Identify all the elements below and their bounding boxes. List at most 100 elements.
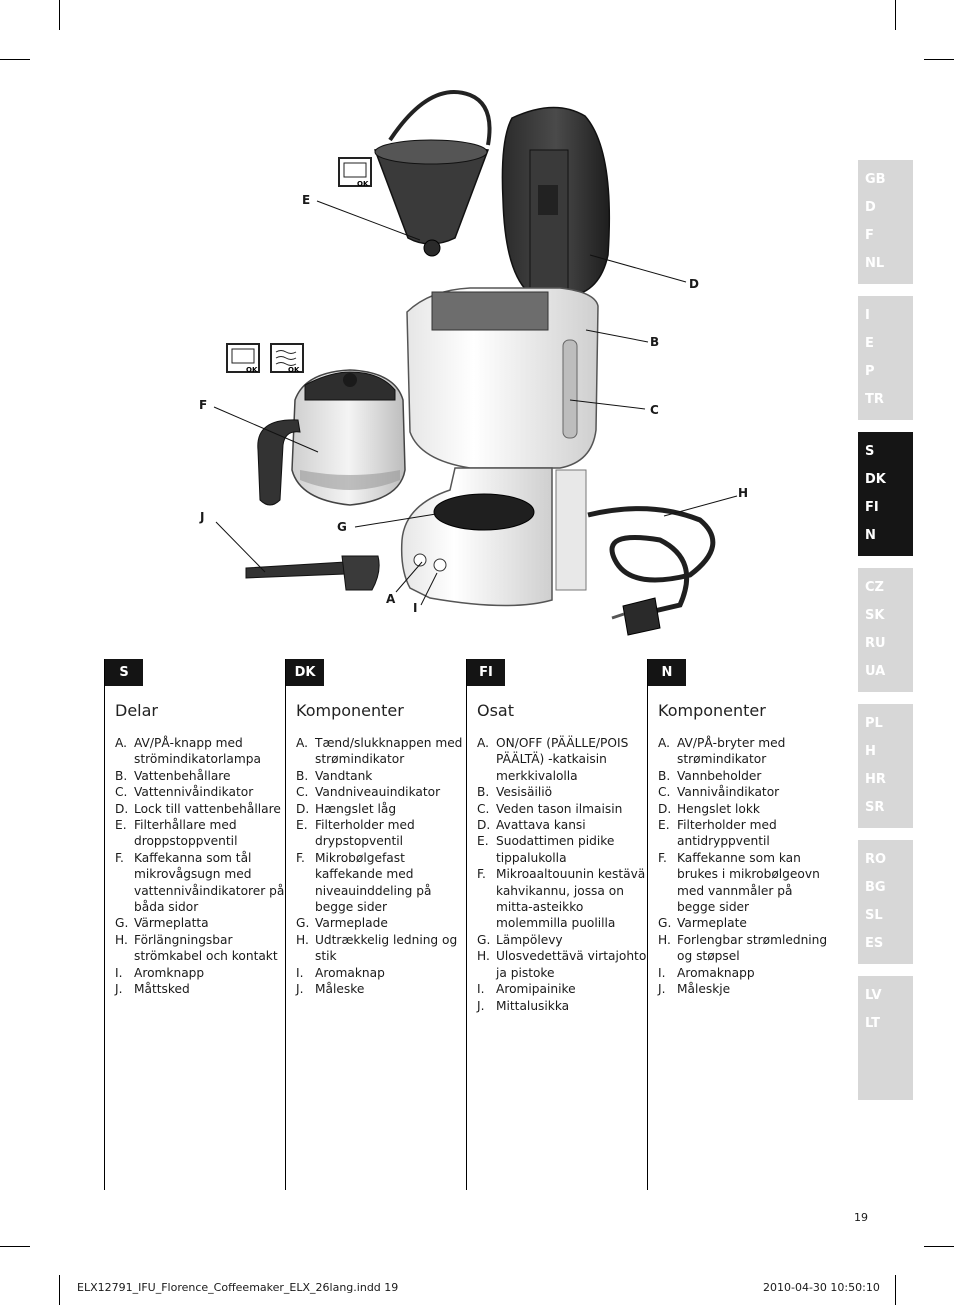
list-item: F.Mikrobølgefast kaffekande med niveauin… xyxy=(296,850,432,915)
list-item: H.Förlängningsbar strömkabel och kontakt xyxy=(115,932,278,964)
list-item: H.Ulosvedettävä virtajohto ja pistoke xyxy=(477,949,647,980)
language-code-cz: CZ xyxy=(865,580,884,595)
crop-mark xyxy=(895,0,896,30)
language-group: LV LT xyxy=(858,976,913,1100)
section-title: Delar xyxy=(115,701,158,720)
language-group: GB D F NL xyxy=(858,160,913,284)
list-item: B.Vandtank xyxy=(296,768,373,783)
language-code-gb: GB xyxy=(865,172,886,187)
list-item: J.Måttsked xyxy=(115,982,190,997)
list-item: I.Aromaknap xyxy=(296,965,385,980)
language-code-i: I xyxy=(865,308,870,323)
ok-label: OK xyxy=(288,366,300,374)
language-code-p: P xyxy=(865,364,875,379)
language-code-sk: SK xyxy=(865,608,885,623)
language-code-ua: UA xyxy=(865,664,886,679)
language-code-lv: LV xyxy=(865,988,882,1003)
language-code-sr: SR xyxy=(865,800,885,815)
language-group-active: S DK FI N xyxy=(858,432,913,556)
dishwasher-ok-icon: OK xyxy=(270,343,304,374)
language-group: RO BG SL ES xyxy=(858,840,913,964)
component-list: A.ON/OFF (PÄÄLLE/POIS PÄÄLTÄ) -katkaisin… xyxy=(477,735,647,1014)
list-item: G.Lämpölevy xyxy=(477,932,563,947)
callout-f: F xyxy=(199,398,208,412)
callout-e: E xyxy=(302,193,311,207)
measuring-spoon-drawing xyxy=(245,555,380,591)
language-column-n: N Komponenter A.AV/PÅ-bryter med strømin… xyxy=(647,659,829,1190)
coffeemaker-illustration: OK OK OK E D B C F H J G A xyxy=(0,0,954,640)
list-item: F.Kaffekanna som tål mikrovågsugn med va… xyxy=(115,850,285,915)
crop-mark xyxy=(924,1246,954,1247)
filter-holder-drawing xyxy=(373,90,492,257)
list-item: A.AV/PÅ-knapp med strömindikatorlampa xyxy=(115,736,261,767)
list-item: J.Måleskje xyxy=(658,982,731,997)
language-code-dk: DK xyxy=(865,472,886,487)
list-item: E.Filterholder med antidryppventil xyxy=(658,818,777,849)
footer-timestamp: 2010-04-30 10:50:10 xyxy=(763,1281,880,1294)
crop-mark xyxy=(59,1275,60,1305)
language-code-es: ES xyxy=(865,936,884,951)
crop-mark xyxy=(0,59,30,60)
component-list: A.AV/PÅ-bryter med strømindikator B.Vann… xyxy=(658,735,828,998)
language-code-s: S xyxy=(865,444,875,459)
crop-mark xyxy=(924,59,954,60)
language-code-e: E xyxy=(865,336,874,351)
list-item: G.Varmeplate xyxy=(658,916,747,931)
language-group: I E P TR xyxy=(858,296,913,420)
section-title: Komponenter xyxy=(296,701,404,720)
ok-label: OK xyxy=(246,366,258,374)
callout-c: C xyxy=(650,403,659,417)
language-code-nl: NL xyxy=(865,256,885,271)
footer-file-name: ELX12791_IFU_Florence_Coffeemaker_ELX_26… xyxy=(77,1281,399,1294)
language-tag: N xyxy=(648,659,686,686)
ok-label: OK xyxy=(357,180,369,188)
list-item: C.Vattennivåindikator xyxy=(115,785,254,800)
list-item: J.Måleske xyxy=(296,982,365,997)
callout-j: J xyxy=(200,510,205,524)
language-column-dk: DK Komponenter A.Tænd/slukknappen med st… xyxy=(285,659,467,1190)
list-item: I.Aromaknapp xyxy=(658,965,755,980)
list-item: E.Filterholder med drypstopventil xyxy=(296,818,415,849)
coffeemaker-body-drawing xyxy=(400,287,599,607)
list-item: A.Tænd/slukknappen med strømindikator xyxy=(296,736,463,767)
language-tab-strip: GB D F NL I E P TR S DK FI N CZ SK RU UA… xyxy=(858,160,913,1112)
list-item: D.Hengslet lokk xyxy=(658,801,760,816)
language-tag: S xyxy=(105,659,143,686)
language-code-fi: FI xyxy=(865,500,879,515)
list-item: B.Vattenbehållare xyxy=(115,768,231,783)
list-item: E.Filterhållare med droppstoppventil xyxy=(115,818,238,849)
language-group: CZ SK RU UA xyxy=(858,568,913,692)
component-list: A.Tænd/slukknappen med strømindikator B.… xyxy=(296,735,466,998)
carafe-drawing xyxy=(257,369,406,506)
list-item: B.Vannbeholder xyxy=(658,768,762,783)
language-code-h: H xyxy=(865,744,876,759)
list-item: C.Vandniveauindikator xyxy=(296,785,441,800)
language-tag: FI xyxy=(467,659,505,686)
language-tag: DK xyxy=(286,659,324,686)
callout-a: A xyxy=(386,592,396,606)
power-cord-drawing xyxy=(587,506,716,636)
microwave-ok-icon: OK xyxy=(338,157,372,188)
language-code-ru: RU xyxy=(865,636,886,651)
hinged-lid-drawing xyxy=(501,106,611,301)
coffeemaker-drawing: OK OK OK xyxy=(213,90,738,636)
section-title: Osat xyxy=(477,701,515,720)
list-item: A.ON/OFF (PÄÄLLE/POIS PÄÄLTÄ) -katkaisin… xyxy=(477,736,629,783)
callout-d: D xyxy=(689,277,699,291)
language-code-pl: PL xyxy=(865,716,883,731)
list-item: I.Aromknapp xyxy=(115,965,205,980)
crop-mark xyxy=(59,0,60,30)
list-item: D.Hængslet låg xyxy=(296,801,397,816)
list-item: I.Aromipainike xyxy=(477,982,576,997)
language-code-lt: LT xyxy=(865,1016,880,1031)
language-code-d: D xyxy=(865,200,876,215)
crop-mark xyxy=(895,1275,896,1305)
language-code-tr: TR xyxy=(865,392,884,407)
list-item: G.Värmeplatta xyxy=(115,916,209,931)
page-number: 19 xyxy=(854,1211,868,1224)
callout-b: B xyxy=(650,335,660,349)
list-item: H.Forlengbar strømledning og støpsel xyxy=(658,932,828,964)
list-item: C.Veden tason ilmaisin xyxy=(477,801,623,816)
list-item: B.Vesisäiliö xyxy=(477,785,553,800)
callout-g: G xyxy=(337,520,347,534)
